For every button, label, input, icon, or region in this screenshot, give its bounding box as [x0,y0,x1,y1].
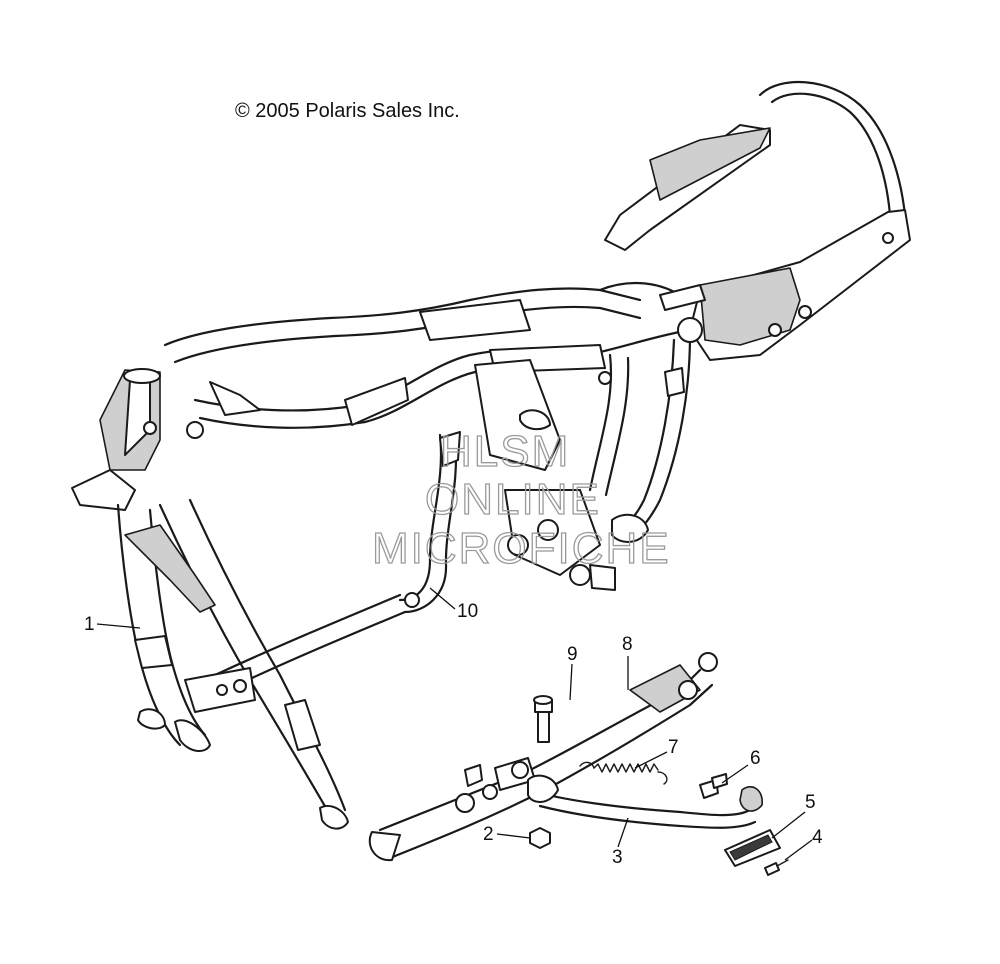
callout-2-label: 2 [483,824,494,845]
callout-2: 2 [483,824,531,845]
callout-6: 6 [721,748,761,784]
callout-5-label: 5 [805,792,816,813]
part-6-clip [699,773,728,799]
callout-10-label: 10 [457,601,478,622]
callout-8-label: 8 [622,634,633,655]
callout-10: 10 [429,587,478,622]
callout-6-label: 6 [750,748,761,769]
part-5-foot-pad [724,829,781,867]
part-2-nut [529,827,551,849]
callout-9-label: 9 [567,644,578,665]
callout-7-label: 7 [668,737,679,758]
watermark: HLSM ONLINE MICROFICHE [371,426,671,573]
callout-8: 8 [622,634,633,690]
callout-1-label: 1 [84,614,95,635]
part-7-spring [579,761,668,785]
callout-3: 3 [612,817,629,868]
part-3-kickstand-leg [527,774,763,829]
callout-4: 4 [784,827,823,861]
callout-3-label: 3 [612,847,623,868]
callout-1: 1 [84,614,141,635]
copyright-notice: © 2005 Polaris Sales Inc. [235,100,460,122]
motorcycle-frame [71,80,911,830]
callouts: 1 2 3 4 5 6 7 8 [84,587,823,868]
callout-7: 7 [634,737,679,769]
part-9-bolt [533,695,553,743]
callout-5: 5 [771,792,816,839]
callout-9: 9 [567,644,578,701]
watermark-line-3: MICROFICHE [372,524,671,573]
watermark-line-1: HLSM [440,427,570,476]
part-4-screw [764,859,789,876]
callout-4-label: 4 [812,827,823,848]
watermark-line-2: ONLINE [425,475,601,524]
